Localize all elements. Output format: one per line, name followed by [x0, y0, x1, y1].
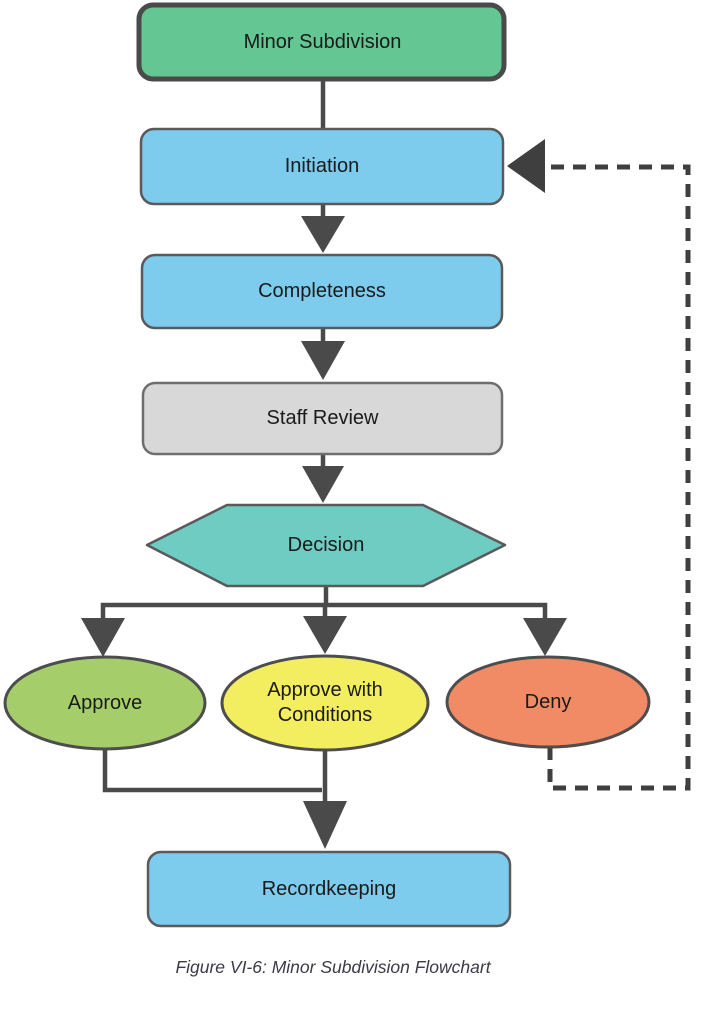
- node-initiation: [139, 127, 505, 206]
- edge-approve-to-merge: [102, 749, 322, 793]
- arrowhead-into-staffreview: [301, 341, 345, 380]
- edge-deny-to-initiation-dashed: [547, 164, 691, 791]
- arrowhead-into-recordkeeping: [303, 801, 347, 849]
- node-decision-hexagon: [145, 503, 507, 588]
- node-approve-with-conditions: [220, 654, 430, 752]
- node-deny: [445, 655, 651, 749]
- arrowhead-into-completeness: [301, 216, 345, 253]
- arrowhead-into-approve: [81, 618, 125, 657]
- node-recordkeeping: [146, 850, 512, 928]
- node-completeness: [140, 253, 504, 330]
- arrowhead-into-deny: [523, 618, 567, 656]
- node-staff-review: [141, 381, 504, 456]
- node-approve: [3, 655, 207, 751]
- node-minor-subdivision: [136, 2, 507, 82]
- arrowhead-into-approve-with-conditions: [303, 616, 347, 654]
- figure-caption: Figure VI-6: Minor Subdivision Flowchart: [175, 957, 491, 977]
- arrowhead-into-initiation-feedback: [507, 139, 545, 193]
- arrowhead-into-decision: [302, 466, 344, 503]
